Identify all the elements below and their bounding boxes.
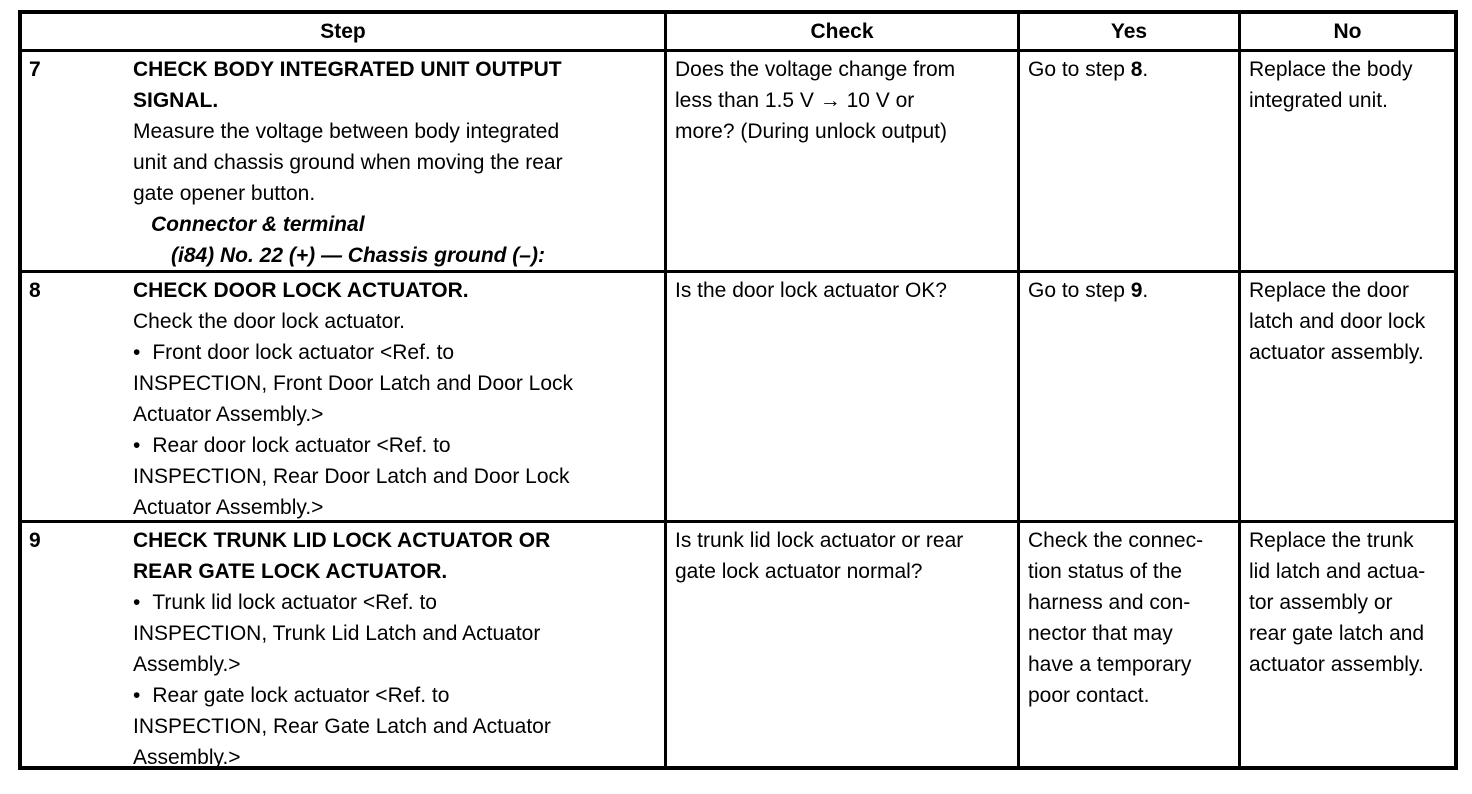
step-title: CHECK TRUNK LID LOCK ACTUATOR OR REAR GA… — [133, 529, 551, 583]
yes-text: Check the connec- tion status of the har… — [1028, 529, 1204, 707]
yes-cell-9: Check the connec- tion status of the har… — [1020, 523, 1241, 766]
column-header-no: No — [1241, 14, 1454, 52]
check-text: Is the door lock actuator OK? — [675, 279, 947, 302]
no-text: Replace the trunk lid latch and actua- t… — [1249, 529, 1426, 676]
step-instructions: CHECK BODY INTEGRATED UNIT OUTPUT SIGNAL… — [133, 54, 658, 268]
yes-text: Go to step 8. — [1028, 58, 1149, 81]
bullet-item: •Trunk lid lock actuator <Ref. to INSPEC… — [133, 591, 541, 676]
step-description: Check the door lock actuator. — [133, 310, 405, 333]
step-instructions: CHECK TRUNK LID LOCK ACTUATOR OR REAR GA… — [133, 525, 658, 766]
referenced-step-number: 9 — [1130, 279, 1143, 302]
check-cell-9: Is trunk lid lock actuator or rear gate … — [667, 523, 1020, 766]
column-header-check: Check — [667, 14, 1020, 52]
column-header-yes: Yes — [1020, 14, 1241, 52]
bullet-item: •Rear door lock actuator <Ref. to INSPEC… — [133, 434, 570, 519]
step-number: 9 — [29, 529, 41, 552]
connector-terminal-heading: Connector & terminal — [151, 213, 365, 236]
connector-terminal-value: (i84) No. 22 (+) — Chassis ground (–): — [171, 244, 545, 267]
no-text: Replace the body integrated unit. — [1249, 58, 1413, 112]
no-cell-7: Replace the body integrated unit. — [1241, 52, 1454, 273]
check-cell-7: Does the voltage change from less than 1… — [667, 52, 1020, 273]
no-text: Replace the door latch and door lock act… — [1249, 279, 1426, 364]
bullet-icon: • — [133, 684, 141, 707]
bullet-icon: • — [133, 434, 141, 457]
yes-cell-8: Go to step 9. — [1020, 273, 1241, 523]
step-cell-7: 7 CHECK BODY INTEGRATED UNIT OUTPUT SIGN… — [22, 52, 667, 273]
yes-text: Go to step 9. — [1028, 279, 1149, 302]
step-cell-9: 9 CHECK TRUNK LID LOCK ACTUATOR OR REAR … — [22, 523, 667, 766]
step-title: CHECK DOOR LOCK ACTUATOR. — [133, 279, 469, 302]
no-cell-9: Replace the trunk lid latch and actua- t… — [1241, 523, 1454, 766]
diagnostic-procedure-table: Step Check Yes No 7 CHECK BODY INTEGRATE… — [18, 10, 1458, 770]
step-instructions: CHECK DOOR LOCK ACTUATOR. Check the door … — [133, 275, 658, 519]
step-description: Measure the voltage between body integra… — [133, 120, 563, 205]
column-header-step: Step — [22, 14, 667, 52]
check-text: Does the voltage change from less than 1… — [675, 58, 956, 143]
yes-cell-7: Go to step 8. — [1020, 52, 1241, 273]
step-number: 8 — [29, 279, 41, 302]
no-cell-8: Replace the door latch and door lock act… — [1241, 273, 1454, 523]
bullet-icon: • — [133, 341, 141, 364]
check-text: Is trunk lid lock actuator or rear gate … — [675, 529, 964, 583]
bullet-item: •Front door lock actuator <Ref. to INSPE… — [133, 341, 574, 426]
bullet-icon: • — [133, 591, 141, 614]
check-cell-8: Is the door lock actuator OK? — [667, 273, 1020, 523]
step-cell-8: 8 CHECK DOOR LOCK ACTUATOR. Check the doo… — [22, 273, 667, 523]
referenced-step-number: 8 — [1130, 58, 1143, 81]
step-number: 7 — [29, 58, 41, 81]
bullet-item: •Rear gate lock actuator <Ref. to INSPEC… — [133, 684, 551, 766]
step-title: CHECK BODY INTEGRATED UNIT OUTPUT SIGNAL… — [133, 58, 562, 112]
